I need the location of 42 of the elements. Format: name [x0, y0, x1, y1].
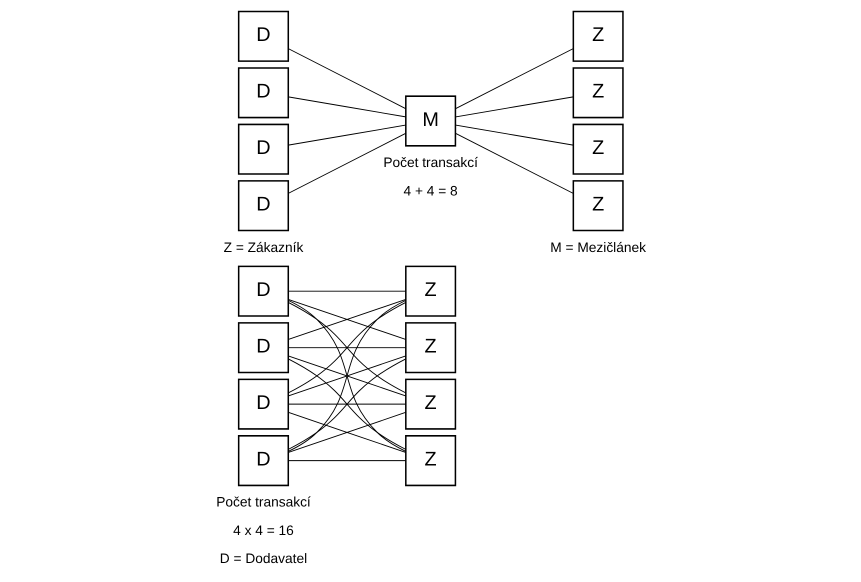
connector — [454, 48, 574, 110]
connector — [287, 132, 406, 194]
connector — [287, 302, 406, 394]
connector — [287, 355, 406, 396]
connector — [287, 460, 406, 462]
node-box: D — [237, 322, 289, 374]
connector — [287, 48, 406, 110]
node-box: Z — [572, 124, 624, 175]
label: Počet transakcí — [216, 494, 310, 510]
node-box: Z — [572, 180, 624, 232]
node-box: Z — [404, 378, 456, 430]
connector — [287, 347, 406, 348]
connector — [287, 404, 406, 405]
label: 4 + 4 = 8 — [403, 183, 458, 198]
connector — [454, 96, 574, 118]
connector — [287, 290, 406, 292]
node-box: D — [237, 10, 289, 62]
label: Z = Zákazník — [223, 240, 303, 255]
label: Počet transakcí — [382, 155, 478, 170]
node-box: D — [237, 378, 289, 430]
connector — [287, 412, 406, 453]
node-box: M — [404, 95, 456, 147]
label: D = Dodavatel — [219, 551, 307, 566]
connector — [454, 124, 574, 146]
node-box: Z — [404, 322, 456, 374]
connector — [287, 298, 406, 340]
node-box: Z — [572, 10, 624, 62]
node-box: D — [237, 266, 289, 317]
node-box: Z — [404, 266, 456, 317]
connector — [454, 132, 574, 194]
node-box: D — [237, 124, 289, 175]
connector — [288, 300, 406, 452]
node-box: D — [237, 180, 289, 232]
node-box: D — [237, 67, 289, 118]
connector — [287, 96, 406, 118]
node-box: Z — [404, 435, 456, 486]
connector — [287, 124, 406, 146]
label: 4 x 4 = 16 — [232, 522, 294, 538]
node-box: Z — [572, 67, 624, 118]
connector — [287, 358, 406, 450]
label: M = Mezičlánek — [550, 240, 646, 255]
node-box: D — [237, 435, 289, 486]
